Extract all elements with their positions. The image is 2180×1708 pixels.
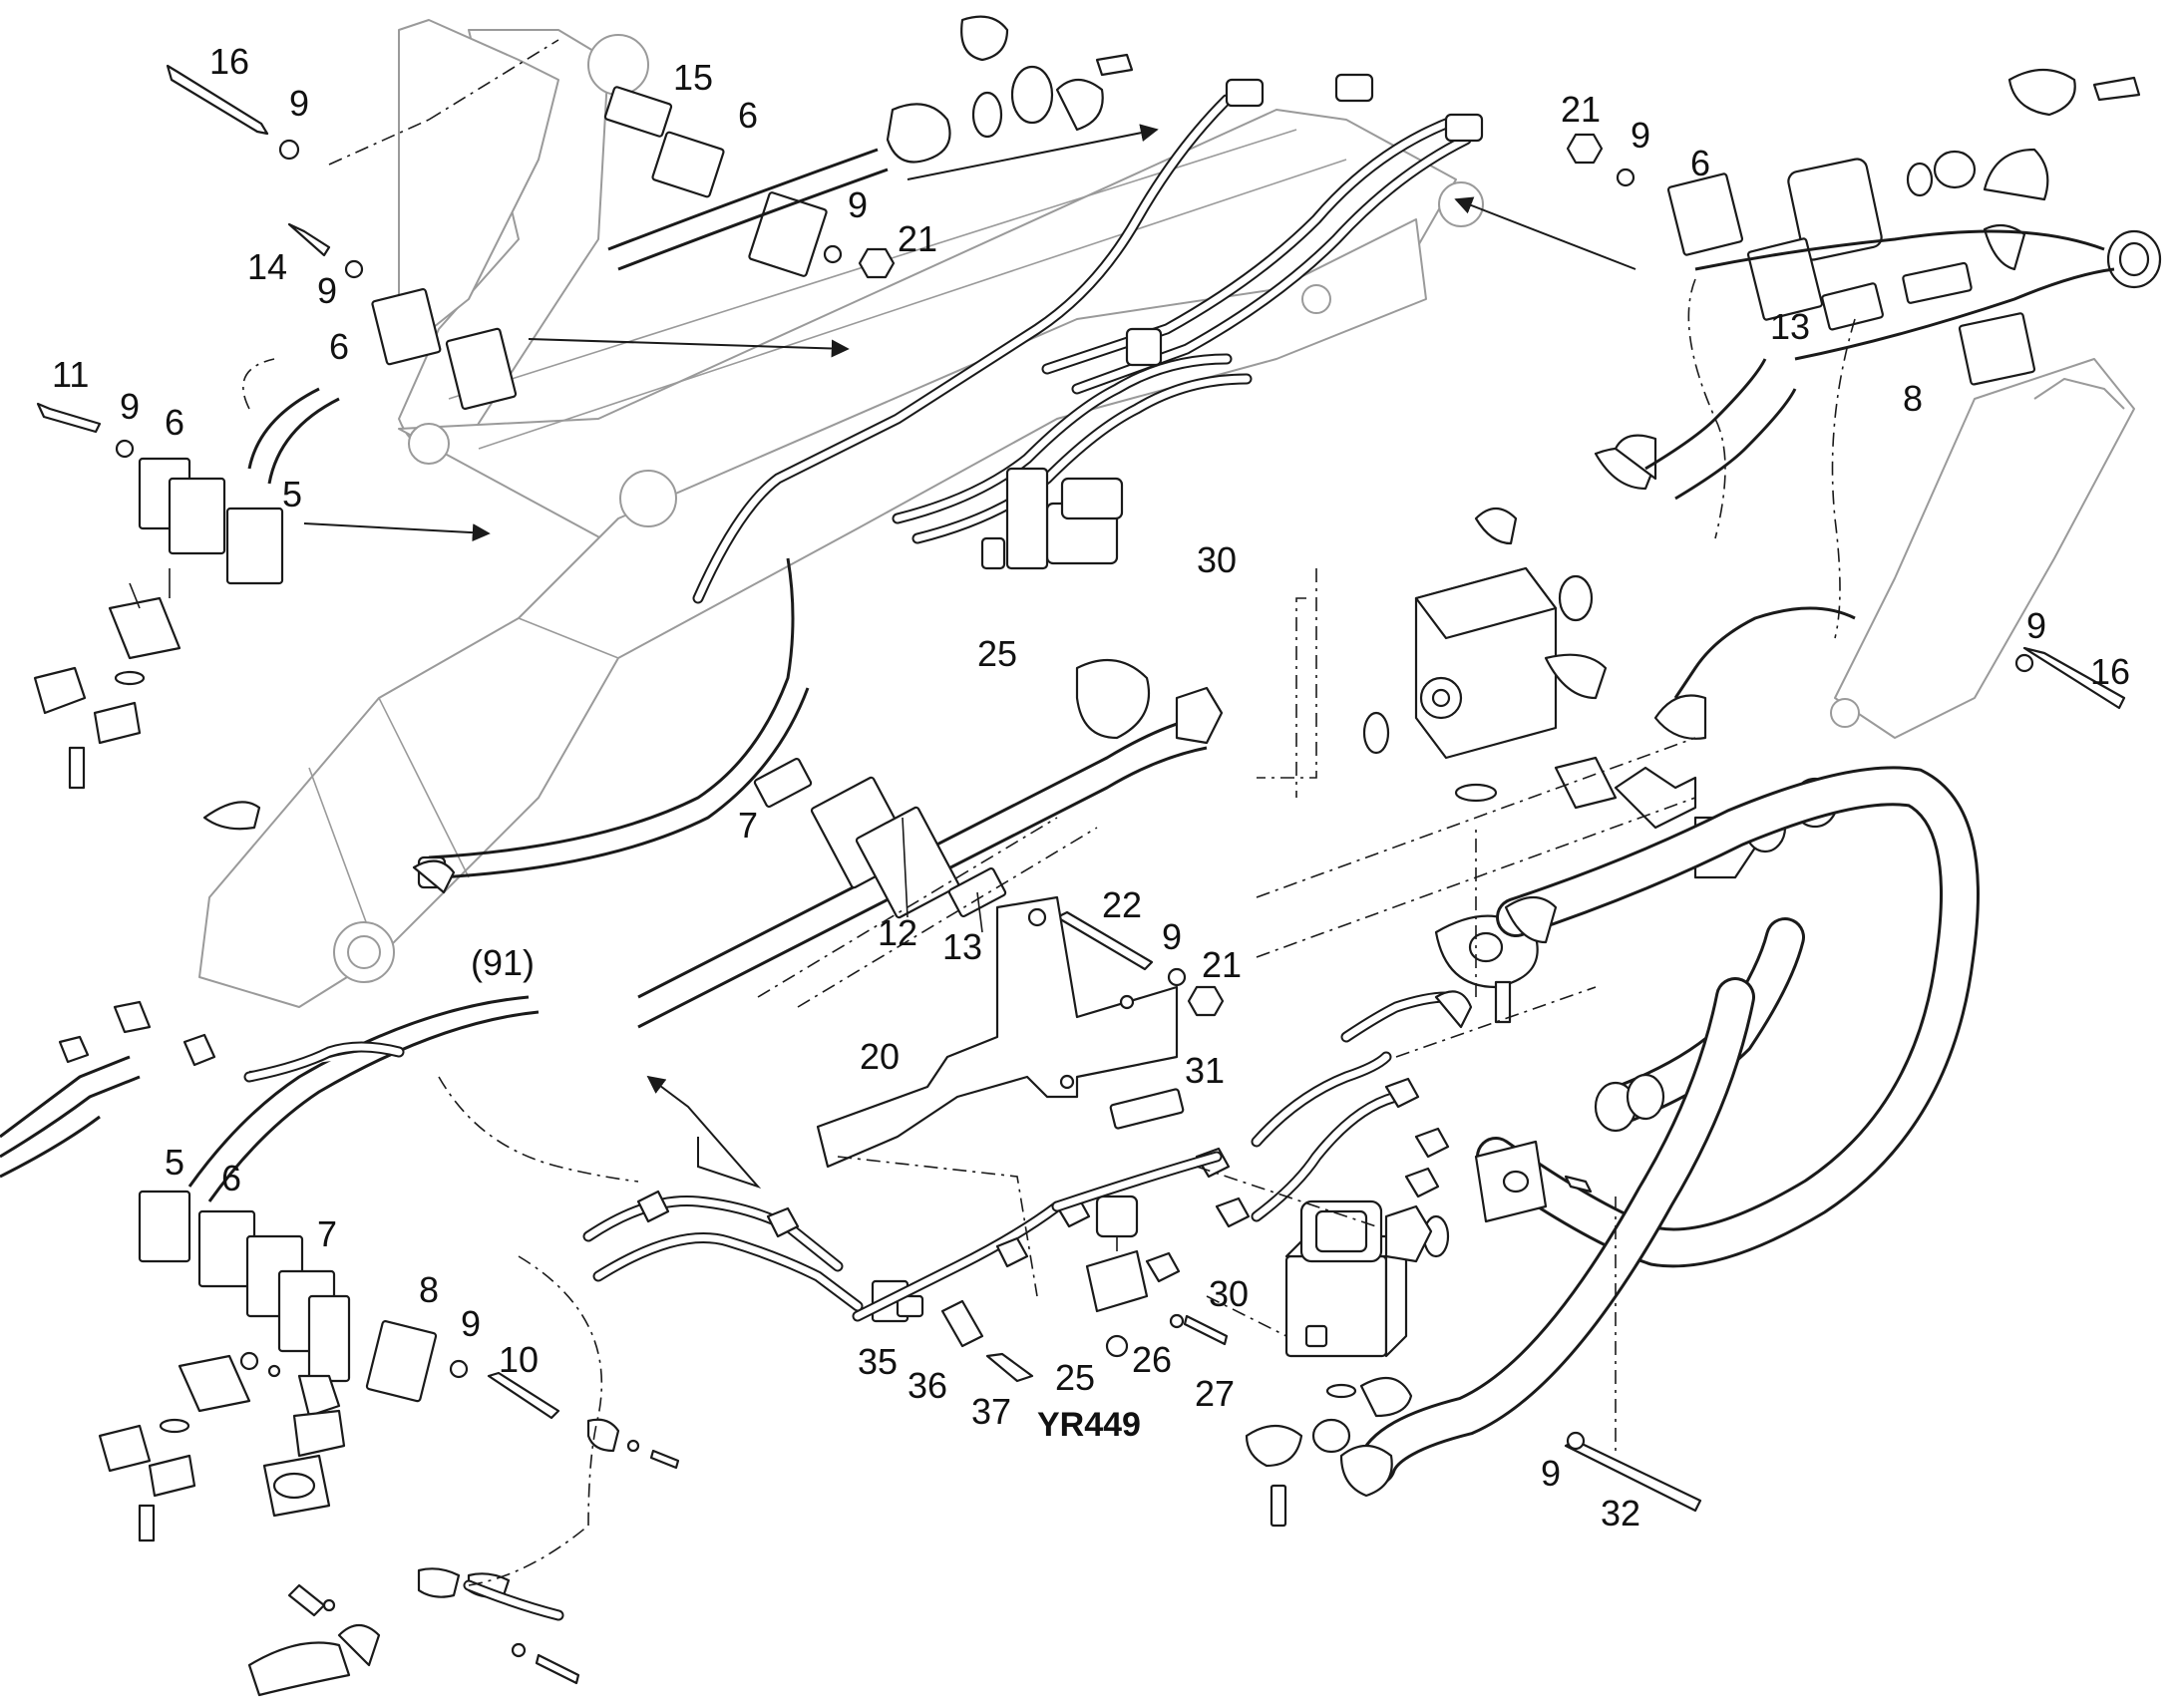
arrows — [303, 124, 1636, 1190]
callout-9: 9 — [2026, 605, 2046, 646]
callout-7: 7 — [317, 1213, 337, 1254]
bottom-hose-assembly — [247, 1418, 680, 1697]
pilot-hoses — [1251, 990, 1473, 1222]
valve-30-upper — [980, 467, 1124, 570]
callout-6: 6 — [329, 326, 349, 367]
valve-30-lower — [1245, 1140, 1702, 1528]
callout-27: 27 — [1195, 1373, 1235, 1414]
callout-6: 6 — [221, 1158, 241, 1198]
callout-8: 8 — [419, 1269, 439, 1310]
callout-21: 21 — [1202, 944, 1242, 985]
callout-5: 5 — [165, 1142, 184, 1183]
callout-20: 20 — [860, 1036, 900, 1077]
callout-9: 9 — [317, 270, 337, 311]
clamp-set-bottom-left — [98, 995, 560, 1542]
callout-16: 16 — [209, 41, 249, 82]
clamp-set-top-left — [166, 15, 1134, 279]
callout-30: 30 — [1209, 1273, 1249, 1314]
callout-6: 6 — [165, 402, 184, 443]
callout-13: 13 — [942, 926, 982, 967]
callout-9: 9 — [1541, 1453, 1561, 1494]
callout-30: 30 — [1197, 539, 1237, 580]
callout-13: 13 — [1770, 306, 1810, 347]
callout-21: 21 — [1561, 89, 1601, 130]
callouts: 16 9 15 6 9 21 14 9 6 11 9 6 5 21 9 6 13… — [52, 41, 2130, 1534]
callout-15: 15 — [673, 57, 713, 98]
callout-31: 31 — [1185, 1050, 1225, 1091]
callout-16: 16 — [2090, 651, 2130, 692]
drawing-code: YR449 — [1037, 1406, 1141, 1444]
callout-35: 35 — [858, 1341, 898, 1382]
callout-9: 9 — [848, 184, 868, 225]
callout-11: 11 — [52, 354, 89, 395]
callout-9: 9 — [1631, 115, 1650, 156]
callout-12: 12 — [878, 912, 917, 953]
callout-91: (91) — [471, 942, 535, 983]
middle-pipe-group — [637, 658, 1225, 1029]
callout-9: 9 — [1162, 916, 1182, 957]
callout-8: 8 — [1903, 378, 1923, 419]
callout-25: 25 — [1055, 1357, 1095, 1398]
clamp-set-left — [33, 402, 284, 790]
callout-26: 26 — [1132, 1339, 1172, 1380]
callout-7: 7 — [738, 805, 758, 846]
boom-assembly — [198, 19, 2135, 1008]
callout-32: 32 — [1601, 1493, 1640, 1534]
callout-21: 21 — [898, 218, 937, 259]
boom-hoses — [417, 73, 1484, 889]
callout-5: 5 — [282, 474, 302, 514]
clamp-set-upper-left — [247, 222, 518, 485]
callout-10: 10 — [499, 1339, 539, 1380]
brackets-35-36 — [871, 1279, 1034, 1383]
callout-9: 9 — [120, 386, 140, 427]
callout-14: 14 — [247, 246, 287, 287]
callout-6: 6 — [738, 95, 758, 136]
callout-36: 36 — [908, 1365, 947, 1406]
callout-25: 25 — [977, 633, 1017, 674]
callout-37: 37 — [971, 1391, 1011, 1432]
callout-9: 9 — [289, 83, 309, 124]
valve-supply-hoses — [582, 1127, 1450, 1322]
guide-lines — [242, 278, 1856, 1586]
left-fittings — [0, 801, 456, 1179]
large-return-hoses — [1311, 766, 1980, 1498]
callout-22: 22 — [1102, 884, 1142, 925]
clamp-set-right — [1566, 69, 2162, 710]
callout-6: 6 — [1690, 143, 1710, 183]
bracket-20 — [816, 895, 1185, 1169]
callout-9: 9 — [461, 1303, 481, 1344]
valve-25-lower — [1085, 1195, 1229, 1358]
